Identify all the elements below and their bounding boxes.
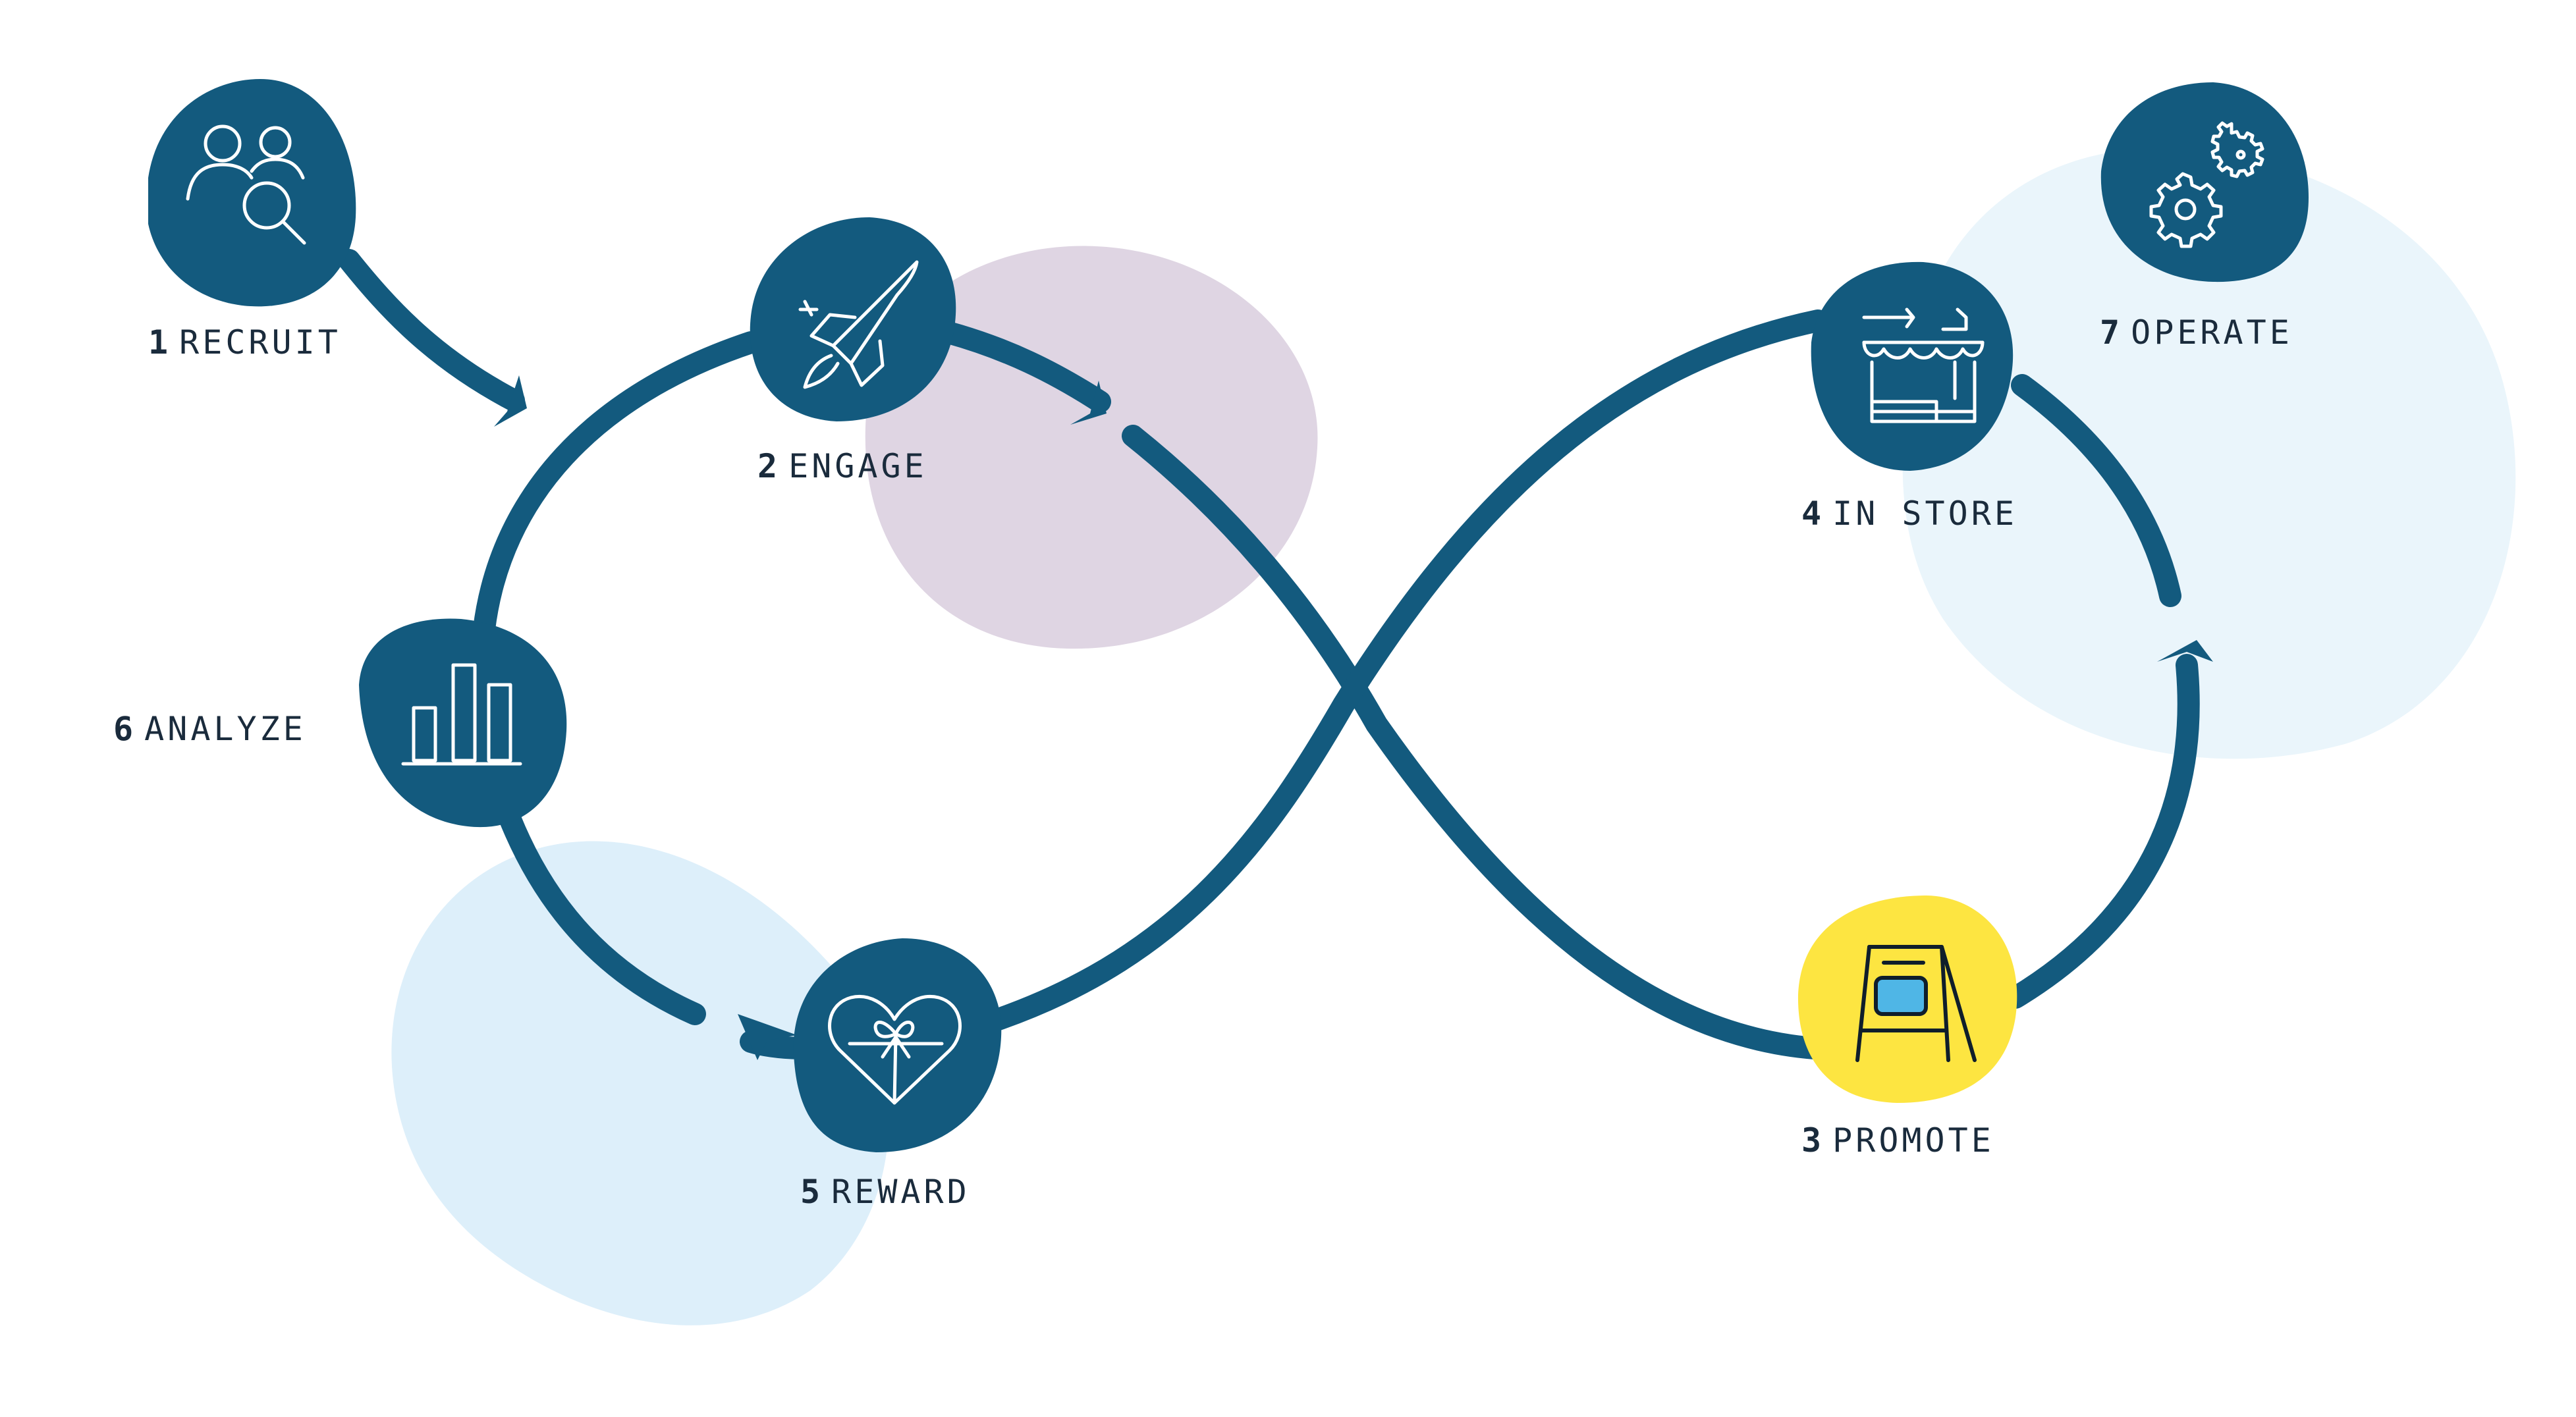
gears-icon [2149, 121, 2264, 248]
connector-recruit-to-engage [338, 249, 525, 412]
connector-main-diagonal-down [1122, 425, 1836, 1060]
connector-analyze-to-reward [499, 809, 706, 1025]
connector-analyze-to-engage [473, 331, 762, 640]
arrowhead-recruit [494, 375, 527, 427]
step-number: 2 [757, 447, 781, 485]
step-name: REWARD [831, 1173, 970, 1211]
loop-path [338, 249, 2200, 1060]
connector-engage-arc [937, 321, 1111, 413]
connector-promote-to-operate [2004, 654, 2200, 1009]
arrowhead-engage [1070, 381, 1107, 425]
node-recruit[interactable] [148, 79, 356, 307]
sandwich-board-sign-icon [1855, 945, 1977, 1062]
node-operate[interactable] [2100, 82, 2309, 282]
step-number: 7 [2100, 313, 2124, 352]
connector-main-diagonal-up [983, 309, 1829, 1032]
people-search-icon [186, 124, 306, 245]
arrowhead-operate [2157, 640, 2213, 662]
step-number: 3 [1801, 1121, 1825, 1160]
step-name: RECRUIT [179, 323, 341, 361]
step-number: 5 [800, 1173, 824, 1211]
step-number: 4 [1801, 495, 1825, 533]
step-name: ANALYZE [144, 710, 306, 748]
background-blob-light-blue [391, 841, 889, 1325]
step-name: ENGAGE [788, 447, 927, 485]
background-blob-pale-blue [1902, 148, 2516, 759]
step-number: 1 [148, 323, 172, 361]
bar-chart-icon [401, 663, 522, 766]
rocket-icon [798, 260, 919, 389]
storefront-icon [1862, 307, 1985, 423]
arrowhead-reward [738, 1014, 797, 1060]
gift-heart-icon [828, 995, 962, 1105]
step-number: 6 [113, 710, 137, 748]
node-analyze[interactable] [359, 618, 567, 828]
step-name: OPERATE [2131, 313, 2293, 352]
connector-store-to-operate [2011, 374, 2181, 607]
step-name: PROMOTE [1832, 1121, 1994, 1160]
node-engage[interactable] [750, 217, 956, 421]
arrowheads [494, 375, 2213, 1060]
step-name: IN STORE [1832, 495, 2017, 533]
